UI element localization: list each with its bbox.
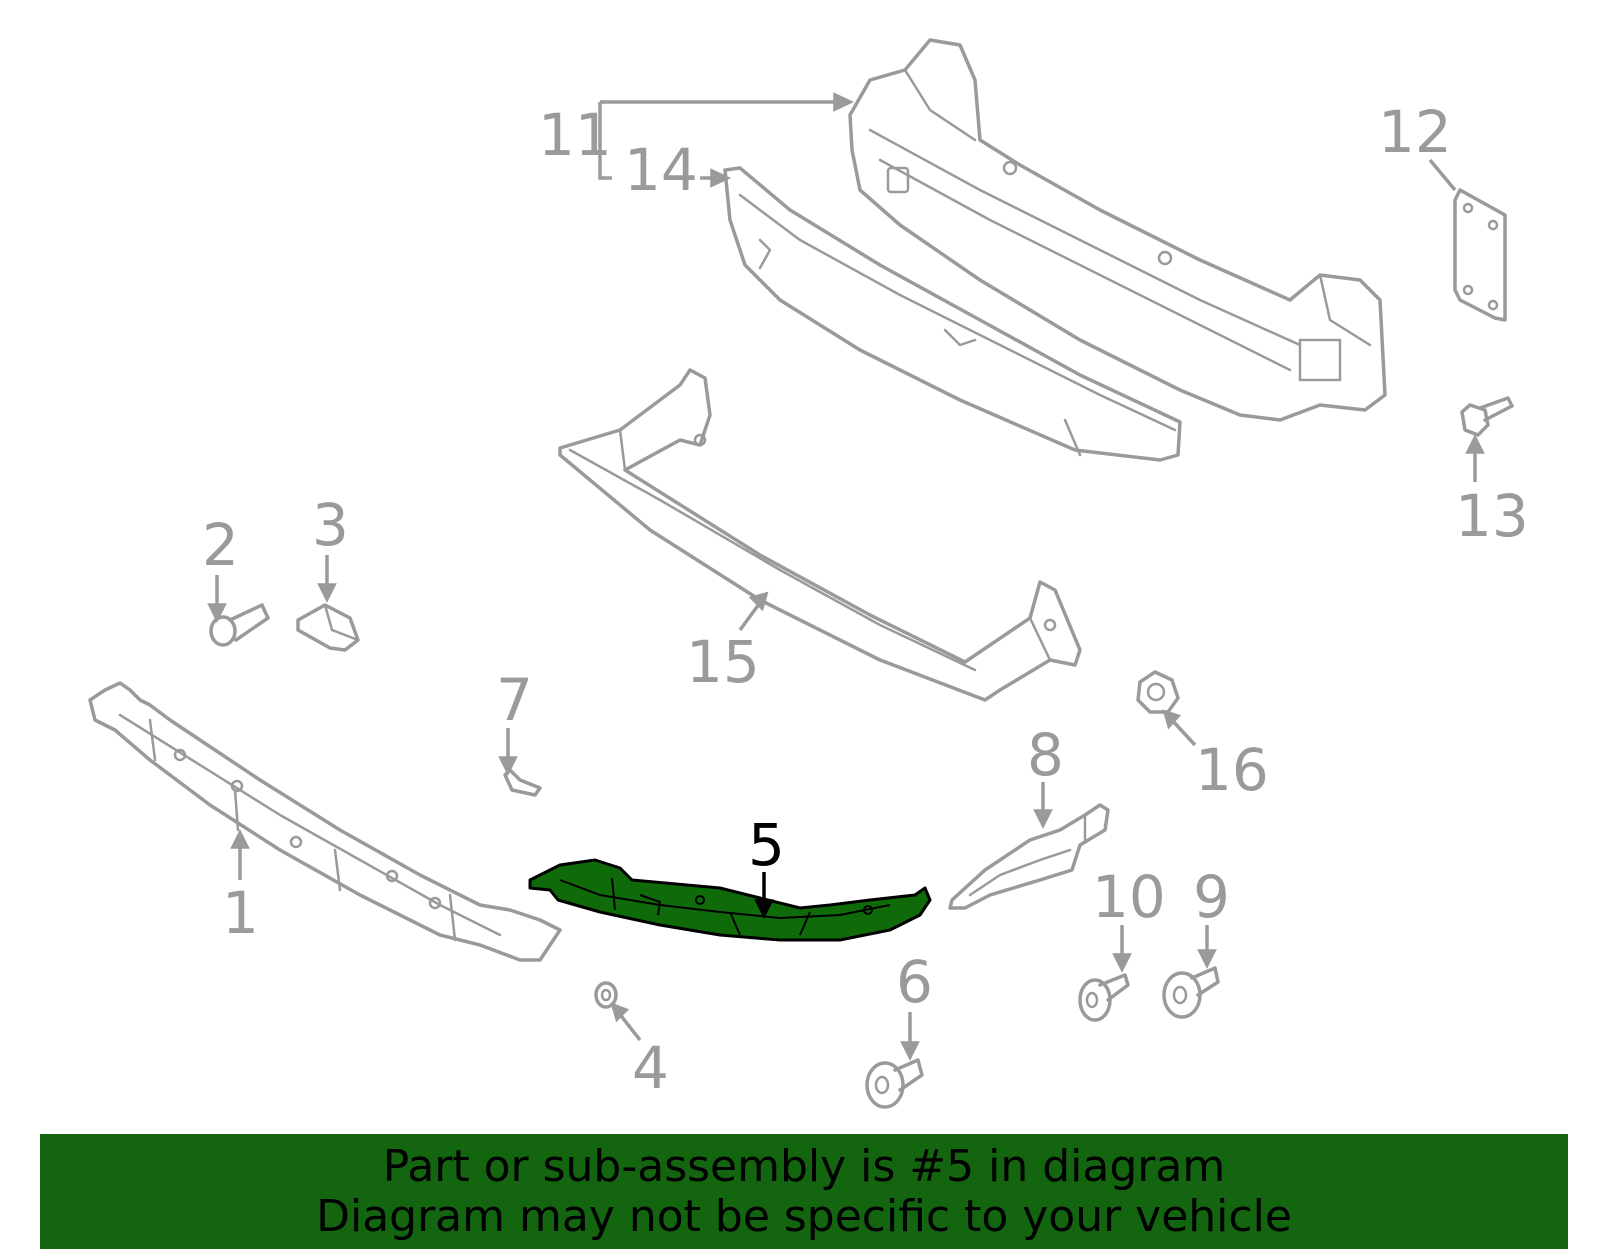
callout-1: 1 [222, 879, 259, 947]
callout-15: 15 [686, 628, 760, 696]
part-2-pin[interactable] [209, 603, 270, 647]
callout-4: 4 [632, 1034, 669, 1102]
part-9-screw[interactable] [1162, 966, 1220, 1019]
banner-line-1: Part or sub-assembly is #5 in diagram [382, 1141, 1226, 1192]
callout-8: 8 [1027, 721, 1064, 789]
part-6-screw[interactable] [865, 1058, 924, 1109]
part-10-screw[interactable] [1078, 973, 1130, 1022]
callout-16: 16 [1195, 736, 1269, 804]
callout-7: 7 [496, 666, 533, 734]
callout-3: 3 [312, 491, 349, 559]
part-7-clip[interactable] [503, 768, 542, 797]
callout-5: 5 [748, 811, 785, 879]
callout-2: 2 [202, 511, 239, 579]
callout-9: 9 [1193, 863, 1230, 931]
part-1-lower-beam[interactable] [88, 681, 562, 962]
part-4-grommet[interactable] [594, 981, 618, 1009]
callout-13: 13 [1455, 482, 1529, 550]
callout-14: 14 [624, 136, 698, 204]
part-16-nut[interactable] [1136, 670, 1180, 714]
part-13-bolt[interactable] [1460, 396, 1514, 437]
callout-6: 6 [896, 948, 933, 1016]
part-5-highlighted-bracket[interactable] [528, 858, 932, 942]
info-banner: Part or sub-assembly is #5 in diagram Di… [40, 1134, 1568, 1249]
callout-10: 10 [1092, 863, 1166, 931]
leader-lines [207, 92, 1485, 1061]
part-12-plate[interactable] [1453, 188, 1507, 322]
banner-line-2: Diagram may not be specific to your vehi… [316, 1191, 1292, 1242]
part-8-side-bracket[interactable] [948, 803, 1110, 910]
callout-11: 11 [538, 101, 612, 169]
part-11-reinforcement-beam[interactable] [848, 38, 1387, 422]
part-3-clip[interactable] [296, 603, 360, 652]
callout-12: 12 [1378, 98, 1452, 166]
callout-labels: 11 14 12 13 2 3 15 16 7 1 8 5 10 9 6 4 [202, 98, 1529, 1102]
part-14-energy-absorber[interactable] [723, 166, 1182, 462]
part-15-lower-support[interactable] [558, 368, 1082, 702]
